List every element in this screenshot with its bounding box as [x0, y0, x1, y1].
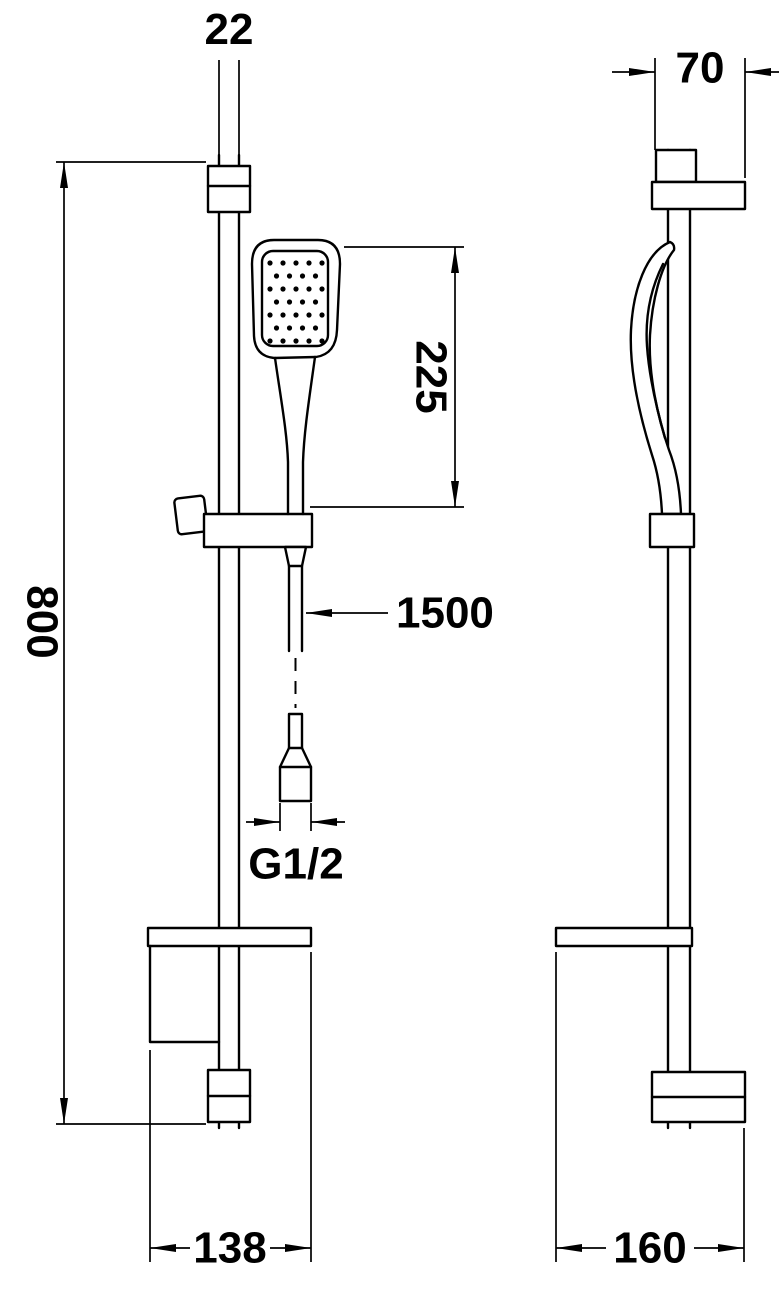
shower-handle [273, 355, 317, 516]
soap-dish-side [554, 926, 694, 948]
dim-rail-width: 22 [205, 5, 254, 154]
hose-cone-nut [278, 746, 313, 803]
bottom-bracket-front [206, 1068, 252, 1124]
dim-bracket-width: 70 [612, 44, 779, 178]
hand-shower-front [250, 238, 342, 516]
top-bracket-front [206, 164, 252, 214]
slider-front [202, 512, 314, 549]
spray-face-plate [260, 249, 330, 348]
hose-collar [283, 545, 308, 568]
top-bracket-side [650, 148, 747, 211]
bottom-bracket-side [650, 1070, 747, 1124]
dim-side-depth: 160 [555, 952, 745, 1273]
soap-dish-front [146, 926, 313, 1044]
dim-hose-thread-label: G1/2 [248, 840, 343, 889]
dim-side-depth-label: 160 [613, 1224, 686, 1273]
dim-handshower-length-label: 225 [407, 340, 456, 413]
dim-front-depth: 138 [149, 952, 312, 1273]
spray-dots [267, 260, 325, 344]
dim-hose-length-label: 1500 [396, 589, 494, 638]
hand-shower-side [629, 240, 683, 516]
front-view [146, 153, 342, 1130]
dimensions: 22 800 225 1500 G1/2 [18, 5, 779, 1273]
side-view [554, 148, 747, 1130]
dim-rail-length-label: 800 [18, 585, 67, 658]
shower-hose [278, 545, 313, 803]
dim-handshower-length: 225 [310, 246, 464, 508]
dim-hose-length: 1500 [306, 589, 494, 638]
dim-bracket-width-label: 70 [676, 44, 725, 93]
slider-side [648, 512, 696, 549]
dim-rail-width-label: 22 [205, 5, 254, 54]
dim-rail-length: 800 [18, 161, 206, 1125]
dim-front-depth-label: 138 [193, 1224, 266, 1273]
dim-hose-thread: G1/2 [246, 803, 345, 889]
